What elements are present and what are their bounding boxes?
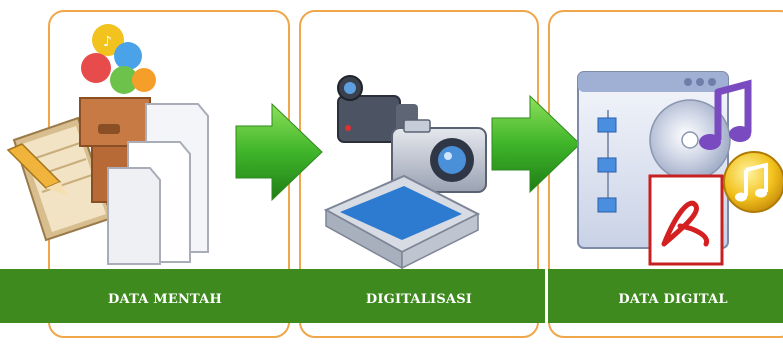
step-label-raw-data: DATA MENTAH bbox=[108, 292, 222, 307]
itunes-icon bbox=[723, 151, 783, 213]
scanner-icon bbox=[323, 174, 481, 270]
documents-icon bbox=[107, 103, 209, 265]
step-label-digital-data: DATA DIGITAL bbox=[618, 292, 728, 307]
pdf-icon bbox=[648, 174, 724, 266]
cd-icon bbox=[649, 99, 731, 181]
label-band-left bbox=[0, 269, 545, 323]
step-label-digitization: DIGITALISASI bbox=[365, 292, 473, 307]
video-camera-icon bbox=[337, 75, 418, 143]
label-band-right bbox=[548, 269, 783, 323]
digitization-icon bbox=[323, 75, 487, 270]
photo-camera-icon bbox=[391, 119, 487, 193]
notebook-icon bbox=[12, 116, 114, 242]
pencil-icon bbox=[6, 143, 68, 196]
raw-data-icon: ♪ bbox=[6, 24, 209, 265]
digital-data-icon bbox=[577, 71, 783, 266]
music-note-icon bbox=[699, 79, 752, 150]
flow-arrow-1-icon bbox=[235, 102, 323, 202]
svg-text:♪: ♪ bbox=[103, 34, 112, 50]
media-balls-icon: ♪ bbox=[81, 24, 156, 94]
flow-arrow-2-icon bbox=[491, 94, 581, 194]
